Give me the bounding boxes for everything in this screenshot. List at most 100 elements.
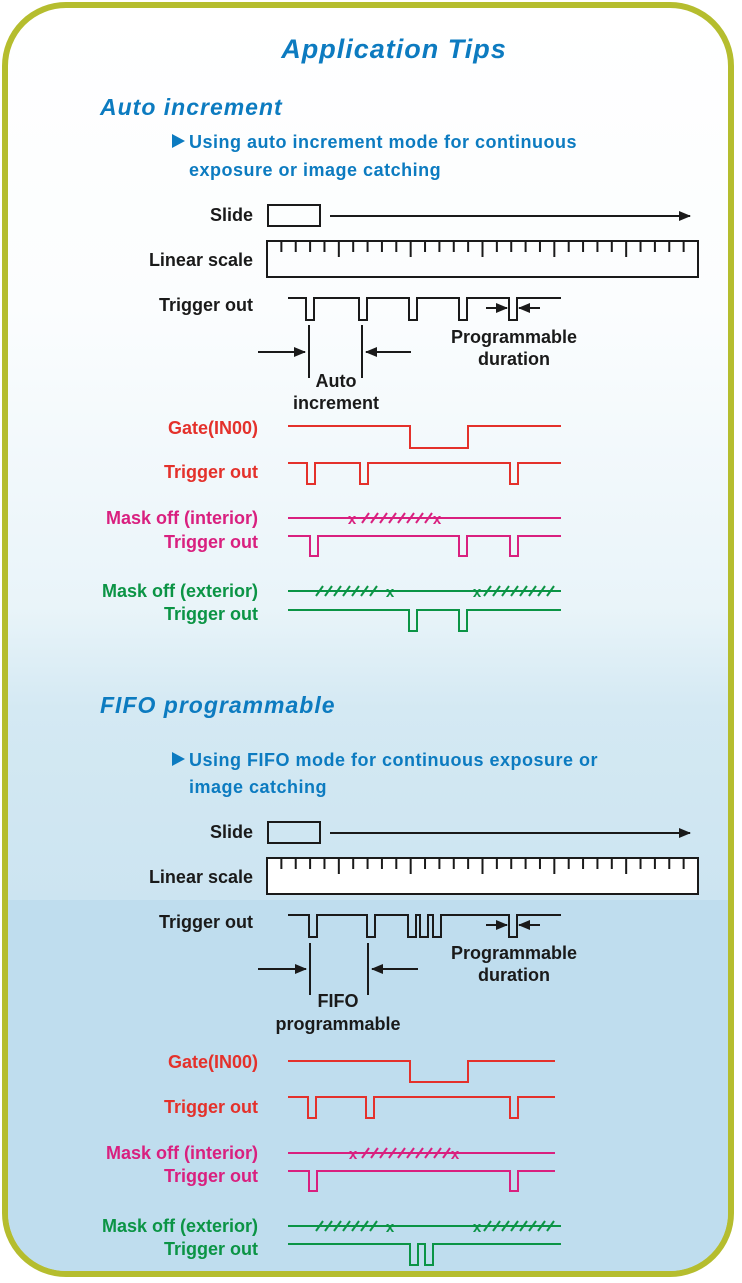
slide-box [267,821,321,844]
hatch-mark [501,1220,510,1232]
interval-label-line2: programmable [275,1014,400,1034]
mask-exterior-hatch-left [315,585,378,597]
gate-waveform [288,425,561,449]
mask-exterior-trigger-waveform [288,609,561,632]
mask-interior-label: Mask off (interior) [106,508,258,528]
hatch-mark [351,1220,360,1232]
hatch-mark [519,1220,528,1232]
hatch-mark [483,585,492,597]
hatch-mark [351,585,360,597]
hatch-mark [324,1220,333,1232]
hatch-mark [492,585,501,597]
linear-scale-ticks [280,241,685,257]
mask-exterior-hatch-left [315,1220,378,1232]
section-heading: Auto increment [99,94,283,120]
linear-scale-label: Linear scale [149,867,253,887]
mask-exterior-label: Mask off (exterior) [102,581,258,601]
mask-exterior-hatch-right [483,1220,555,1232]
hatch-mark [370,1147,379,1159]
slide-label: Slide [210,822,253,842]
hatch-mark [379,512,388,524]
hatch-mark [370,512,379,524]
slide-label: Slide [210,205,253,225]
mask-end-x-icon: x [451,1146,460,1163]
bullet-text-line2: exposure or image catching [189,160,441,180]
hatch-mark [324,585,333,597]
bullet-arrow-icon [172,134,185,148]
mask-interior-hatch [361,512,433,524]
bullet-item: Using FIFO mode for continuous exposure … [172,750,598,797]
bullet-text-line2: image catching [189,777,327,797]
linear-scale-label: Linear scale [149,250,253,270]
hatch-mark [397,512,406,524]
gate-label: Gate(IN00) [168,1052,258,1072]
trigger-out-label: Trigger out [159,912,253,932]
hatch-mark [397,1147,406,1159]
hatch-mark [537,585,546,597]
programmable-duration-line1: Programmable [451,943,577,963]
mask-exterior-label: Mask off (exterior) [102,1216,258,1236]
mask-end-x-icon: x [473,584,482,601]
hatch-mark [519,585,528,597]
mask-interior-hatch [361,1147,451,1159]
hatch-mark [388,1147,397,1159]
trigger-out-waveform [288,914,561,938]
hatch-mark [360,585,369,597]
trigger-out-label: Trigger out [159,295,253,315]
bullet-text-line1: Using auto increment mode for continuous [189,132,577,152]
mask-interior-trigger-label: Trigger out [164,532,258,552]
hatch-mark [361,512,370,524]
programmable-duration-line2: duration [478,349,550,369]
hatch-mark [333,1220,342,1232]
section-auto-increment: Auto increment Using auto increment mode… [99,94,699,632]
mask-start-x-icon: x [349,1146,358,1163]
hatch-mark [510,585,519,597]
programmable-duration-line2: duration [478,965,550,985]
hatch-mark [406,512,415,524]
mask-exterior-trigger-label: Trigger out [164,1239,258,1259]
mask-start-x-icon: x [386,1219,395,1236]
page-title: Application Tips [280,34,507,64]
programmable-duration-line1: Programmable [451,327,577,347]
hatch-mark [342,1220,351,1232]
mask-interior-trigger-label: Trigger out [164,1166,258,1186]
hatch-mark [546,1220,555,1232]
hatch-mark [361,1147,370,1159]
hatch-mark [379,1147,388,1159]
hatch-mark [342,585,351,597]
mask-start-x-icon: x [348,511,357,528]
mask-interior-trigger-waveform [288,535,561,557]
hatch-mark [406,1147,415,1159]
slide-box [267,204,321,227]
interval-label-line2: increment [293,393,379,413]
hatch-mark [333,585,342,597]
hatch-mark [424,512,433,524]
gate-trigger-label: Trigger out [164,1097,258,1117]
gate-trigger-waveform [288,462,561,485]
hatch-mark [546,585,555,597]
hatch-mark [369,1220,378,1232]
bullet-arrow-icon [172,752,185,766]
mask-end-x-icon: x [473,1219,482,1236]
trigger-out-waveform [288,297,561,321]
mask-interior-trigger-waveform [288,1170,555,1192]
gate-label: Gate(IN00) [168,418,258,438]
mask-interior-label: Mask off (interior) [106,1143,258,1163]
hatch-mark [501,585,510,597]
mask-end-x-icon: x [433,511,442,528]
interval-label-line1: FIFO [318,991,359,1011]
bullet-text-line1: Using FIFO mode for continuous exposure … [189,750,598,770]
section-heading: FIFO programmable [100,692,336,718]
hatch-mark [415,1147,424,1159]
hatch-mark [483,1220,492,1232]
interval-label-line1: Auto [316,371,357,391]
linear-scale-ticks [280,858,685,874]
section-fifo-programmable: FIFO programmable Using FIFO mode for co… [100,692,699,1266]
mask-start-x-icon: x [386,584,395,601]
hatch-mark [360,1220,369,1232]
gate-trigger-label: Trigger out [164,462,258,482]
hatch-mark [492,1220,501,1232]
hatch-mark [537,1220,546,1232]
hatch-mark [315,1220,324,1232]
hatch-mark [510,1220,519,1232]
